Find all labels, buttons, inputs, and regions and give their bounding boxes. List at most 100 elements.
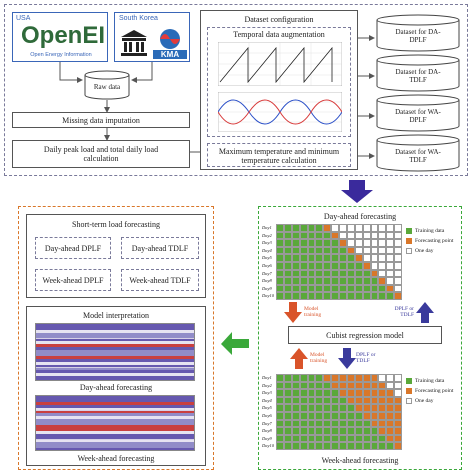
grid-cell [386,396,395,405]
grid-cell [299,404,308,412]
daily-peak-box: Daily peak load and total daily load cal… [12,140,190,168]
heatmap-row [36,404,194,408]
grid-cell [276,427,284,435]
grid-cell [291,389,300,397]
legend-label-training: Training data [415,228,445,234]
grid-cell [331,262,339,270]
heatmap-row [36,338,194,342]
grid-cell [378,434,387,443]
grid-cell [315,434,324,443]
left-results-panel [18,206,214,470]
row-label: Day9 [262,285,272,291]
grid-cell [291,427,300,435]
grid-cell [346,239,355,247]
legend-swatch-training [406,228,412,234]
grid-cell [386,434,395,443]
heatmap-row [36,364,194,368]
grid-cell [315,246,324,255]
grid-cell [331,239,339,247]
grid-cell [291,374,300,382]
grid-cell [370,231,379,240]
grid-cell [315,419,324,428]
row-label: Day5 [262,255,272,261]
grid-cell [283,224,292,232]
grid-cell [354,292,363,300]
grid-cell [323,442,332,450]
model-interp-title: Model interpretation [83,311,149,320]
grid-cell [370,246,379,255]
grid-cell [378,404,387,412]
grid-cell [394,381,402,390]
heatmap-row [36,401,194,405]
heatmap-row [36,335,194,339]
grid-cell [299,254,308,262]
grid-cell [339,381,347,390]
grid-cell [378,292,387,300]
grid-cell [291,419,300,428]
grid-cell [346,419,355,428]
grid-cell [339,396,347,405]
legend-label-oneday: One day [415,398,434,404]
building-icon [121,30,147,56]
grid-cell [362,262,371,270]
grid-cell [299,231,308,240]
grid-cell [315,412,324,420]
legend-swatch-forecast [406,238,412,244]
grid-cell [299,277,308,285]
grid-cell [283,412,292,420]
grid-cell [370,239,379,247]
grid-cell [386,262,395,270]
temporal-aug-box: Temporal data augmentation [207,27,351,137]
grid-cell [315,239,324,247]
dataset-cylinder-da-tdlf: Dataset for DA-TDLF [376,54,460,92]
grid-cell [394,374,402,382]
week-ahead-heatmap-caption: Week-ahead forecasting [77,454,155,463]
heatmap-row [36,367,194,371]
grid-cell [339,224,347,232]
grid-cell [291,284,300,293]
grid-cell [323,396,332,405]
grid-cell [386,374,395,382]
method-label: Week-ahead TDLF [129,276,191,285]
grid-cell [386,254,395,262]
grid-cell [370,254,379,262]
grid-cell [323,284,332,293]
grid-cell [386,269,395,278]
grid-cell [307,231,316,240]
grid-cell [283,404,292,412]
grid-cell [299,427,308,435]
grid-cell [276,419,284,428]
grid-cell [323,404,332,412]
grid-cell [291,404,300,412]
heatmap-row [36,445,194,449]
grid-cell [331,434,339,443]
heatmap-row [36,410,194,414]
grid-cell [378,224,387,232]
grid-cell [283,262,292,270]
grid-cell [370,262,379,270]
heatmap-row [36,344,194,348]
grid-cell [354,284,363,293]
row-label: Day8 [262,278,272,284]
method-week-ahead-tdlf: Week-ahead TDLF [121,269,199,291]
grid-cell [299,224,308,232]
grid-cell [370,396,379,405]
grid-cell [346,284,355,293]
heatmap-row [36,413,194,417]
grid-cell [291,254,300,262]
grid-cell [307,254,316,262]
grid-cell [291,246,300,255]
week-ahead-grid [276,374,402,450]
grid-cell [299,246,308,255]
grid-cell [378,412,387,420]
grid-cell [362,277,371,285]
grid-cell [362,292,371,300]
grid-cell [323,374,332,382]
grid-cell [307,269,316,278]
grid-cell [346,404,355,412]
grid-cell [299,374,308,382]
grid-cell [276,254,284,262]
grid-cell [346,374,355,382]
sawtooth-plot [218,42,342,86]
grid-cell [386,381,395,390]
